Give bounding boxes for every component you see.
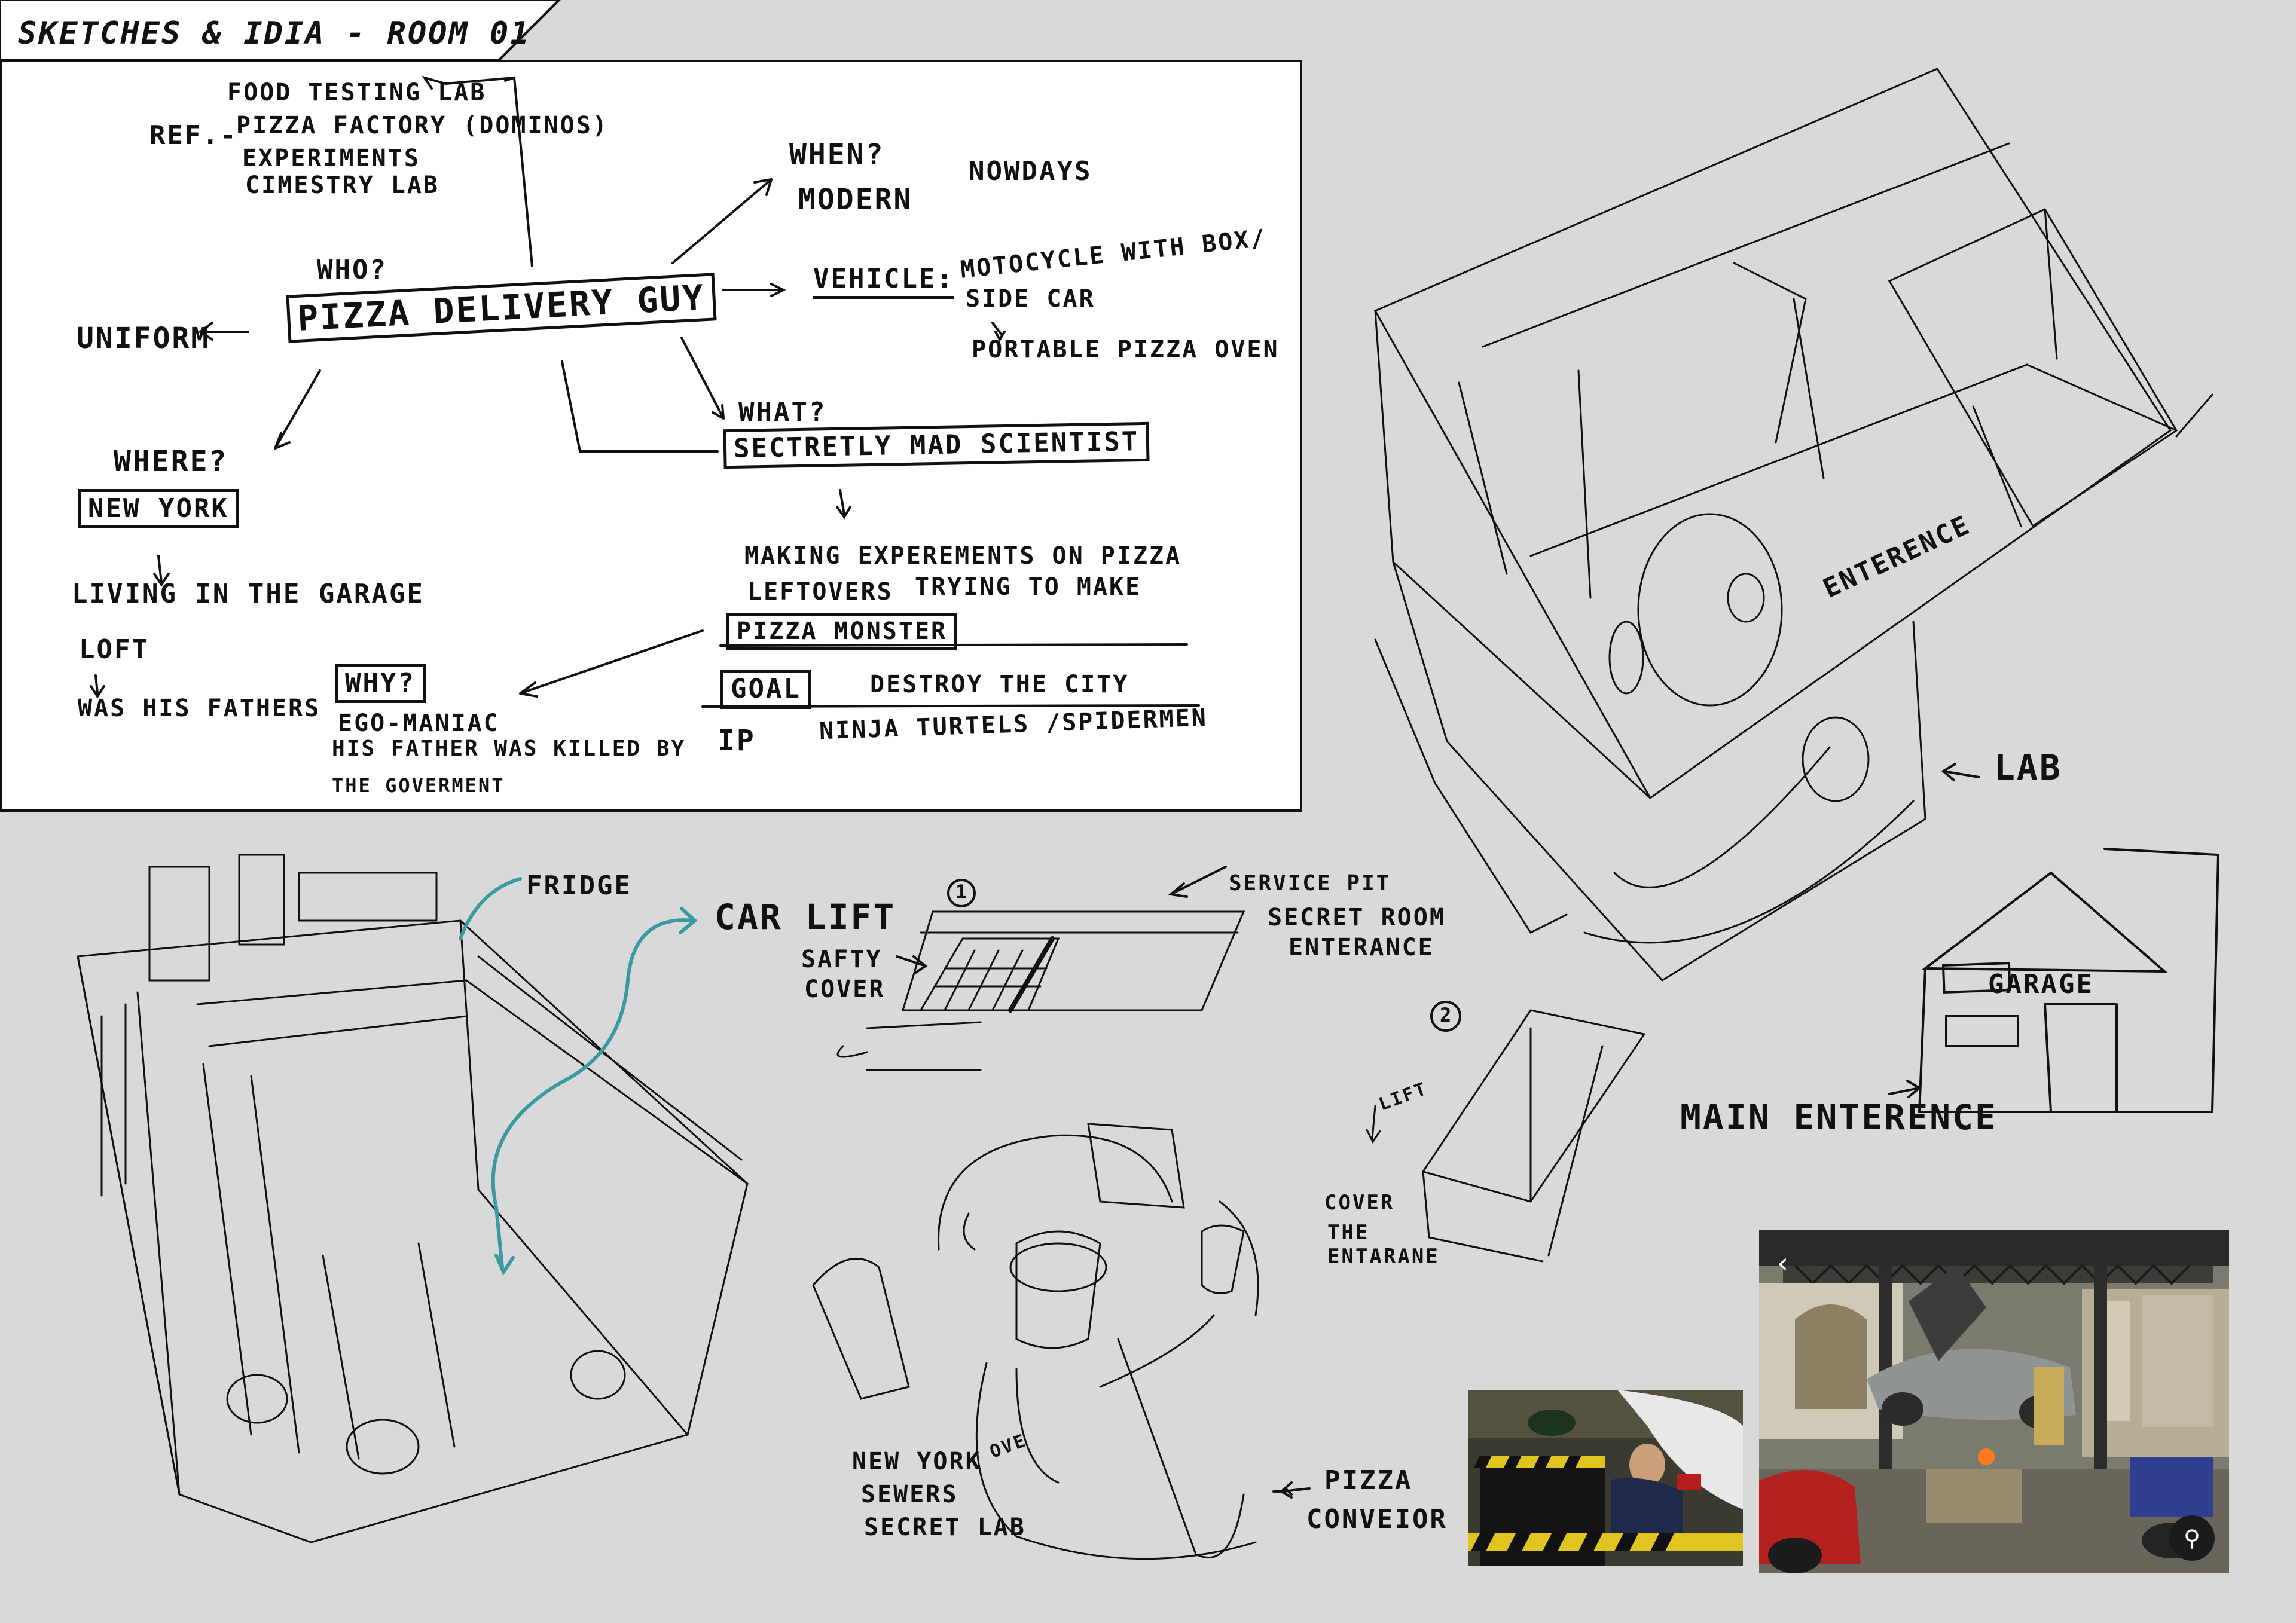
making-line-2b: TRYING TO MAKE xyxy=(915,573,1142,601)
vehicle-label: VEHICLE: xyxy=(813,266,954,299)
why-line-1: EGO-MANIAC xyxy=(338,710,500,737)
cover-line-2: THE xyxy=(1327,1221,1370,1245)
sewers-line-3: SECRET LAB xyxy=(864,1514,1026,1541)
who-question: WHO? xyxy=(317,255,387,285)
sewers-line-1: NEW YORK xyxy=(852,1448,982,1475)
main-entrance-label: MAIN ENTERENCE xyxy=(1680,1097,1998,1138)
ref-item-pizza-factory: PIZZA FACTORY (DOMINOS) xyxy=(236,112,609,139)
chevron-left-icon[interactable]: ‹ xyxy=(1777,1246,1789,1280)
conveyor-line-2: CONVEIOR xyxy=(1306,1504,1448,1535)
cover-line-1: COVER xyxy=(1324,1191,1395,1215)
loft-label: LOFT xyxy=(79,634,149,665)
reference-photo-service-pit[interactable] xyxy=(1468,1390,1743,1566)
making-line-2: LEFTOVERS xyxy=(747,578,893,606)
when-nowdays: NOWDAYS xyxy=(969,156,1092,187)
marker-2: 2 xyxy=(1440,1004,1454,1026)
sewers-line-2: SEWERS xyxy=(861,1481,958,1508)
zoom-icon[interactable]: ⚲ xyxy=(2169,1515,2215,1561)
conveyor-line-1: PIZZA xyxy=(1324,1465,1413,1496)
lab-label: LAB xyxy=(1994,747,2062,788)
service-pit-line-1: SERVICE PIT xyxy=(1229,871,1391,895)
goal-label: GOAL xyxy=(720,670,811,709)
vehicle-line-3: PORTABLE PIZZA OVEN xyxy=(972,336,1280,363)
why-line-3: THE GOVERMENT xyxy=(332,774,505,797)
making-line-1: MAKING EXPEREMENTS ON PIZZA xyxy=(744,542,1182,570)
pizza-monster: PIZZA MONSTER xyxy=(726,613,958,650)
ref-item-experiments: EXPERIMENTS xyxy=(242,145,420,172)
when-question: WHEN? xyxy=(789,138,885,172)
reference-photo-garage-diorama[interactable]: ‹ ⚲ xyxy=(1759,1230,2229,1573)
where-answer: NEW YORK xyxy=(78,489,239,528)
marker-1: 1 xyxy=(955,881,969,903)
goal-text: DESTROY THE CITY xyxy=(870,671,1129,698)
living-garage: LIVING IN THE GARAGE xyxy=(72,579,425,609)
vehicle-line-2: SIDE CAR xyxy=(966,285,1095,313)
ip-label: IP xyxy=(718,724,756,757)
cover-line-3: ENTARANE xyxy=(1327,1245,1440,1269)
fridge-label: FRIDGE xyxy=(526,870,632,901)
what-question: WHAT? xyxy=(738,397,827,427)
safety-line-2: COVER xyxy=(804,976,886,1003)
mindmap-panel xyxy=(0,60,1302,812)
service-pit-line-2: SECRET ROOM xyxy=(1268,904,1446,931)
where-question: WHERE? xyxy=(114,445,228,478)
why-line-2: HIS FATHER WAS KILLED BY xyxy=(332,736,686,761)
car-lift-label: CAR LIFT xyxy=(715,897,896,937)
ref-item-food-lab: FOOD TESTING LAB xyxy=(227,79,487,106)
page-title: SKETCHES & IDIA - ROOM 01 xyxy=(18,16,531,51)
safety-line-1: SAFTY xyxy=(801,946,883,973)
when-modern: MODERN xyxy=(798,183,913,216)
ref-label: REF.- xyxy=(149,120,238,151)
ref-item-chemistry-lab: CIMESTRY LAB xyxy=(245,172,439,199)
uniform-label: UNIFORM xyxy=(77,322,210,355)
why-question: WHY? xyxy=(335,664,426,703)
what-answer: SECTRETLY MAD SCIENTIST xyxy=(723,421,1150,469)
garage-sign: GARAGE xyxy=(1988,969,2094,1000)
fathers-label: WAS HIS FATHERS xyxy=(78,695,321,722)
service-pit-line-3: ENTERANCE xyxy=(1289,934,1434,961)
